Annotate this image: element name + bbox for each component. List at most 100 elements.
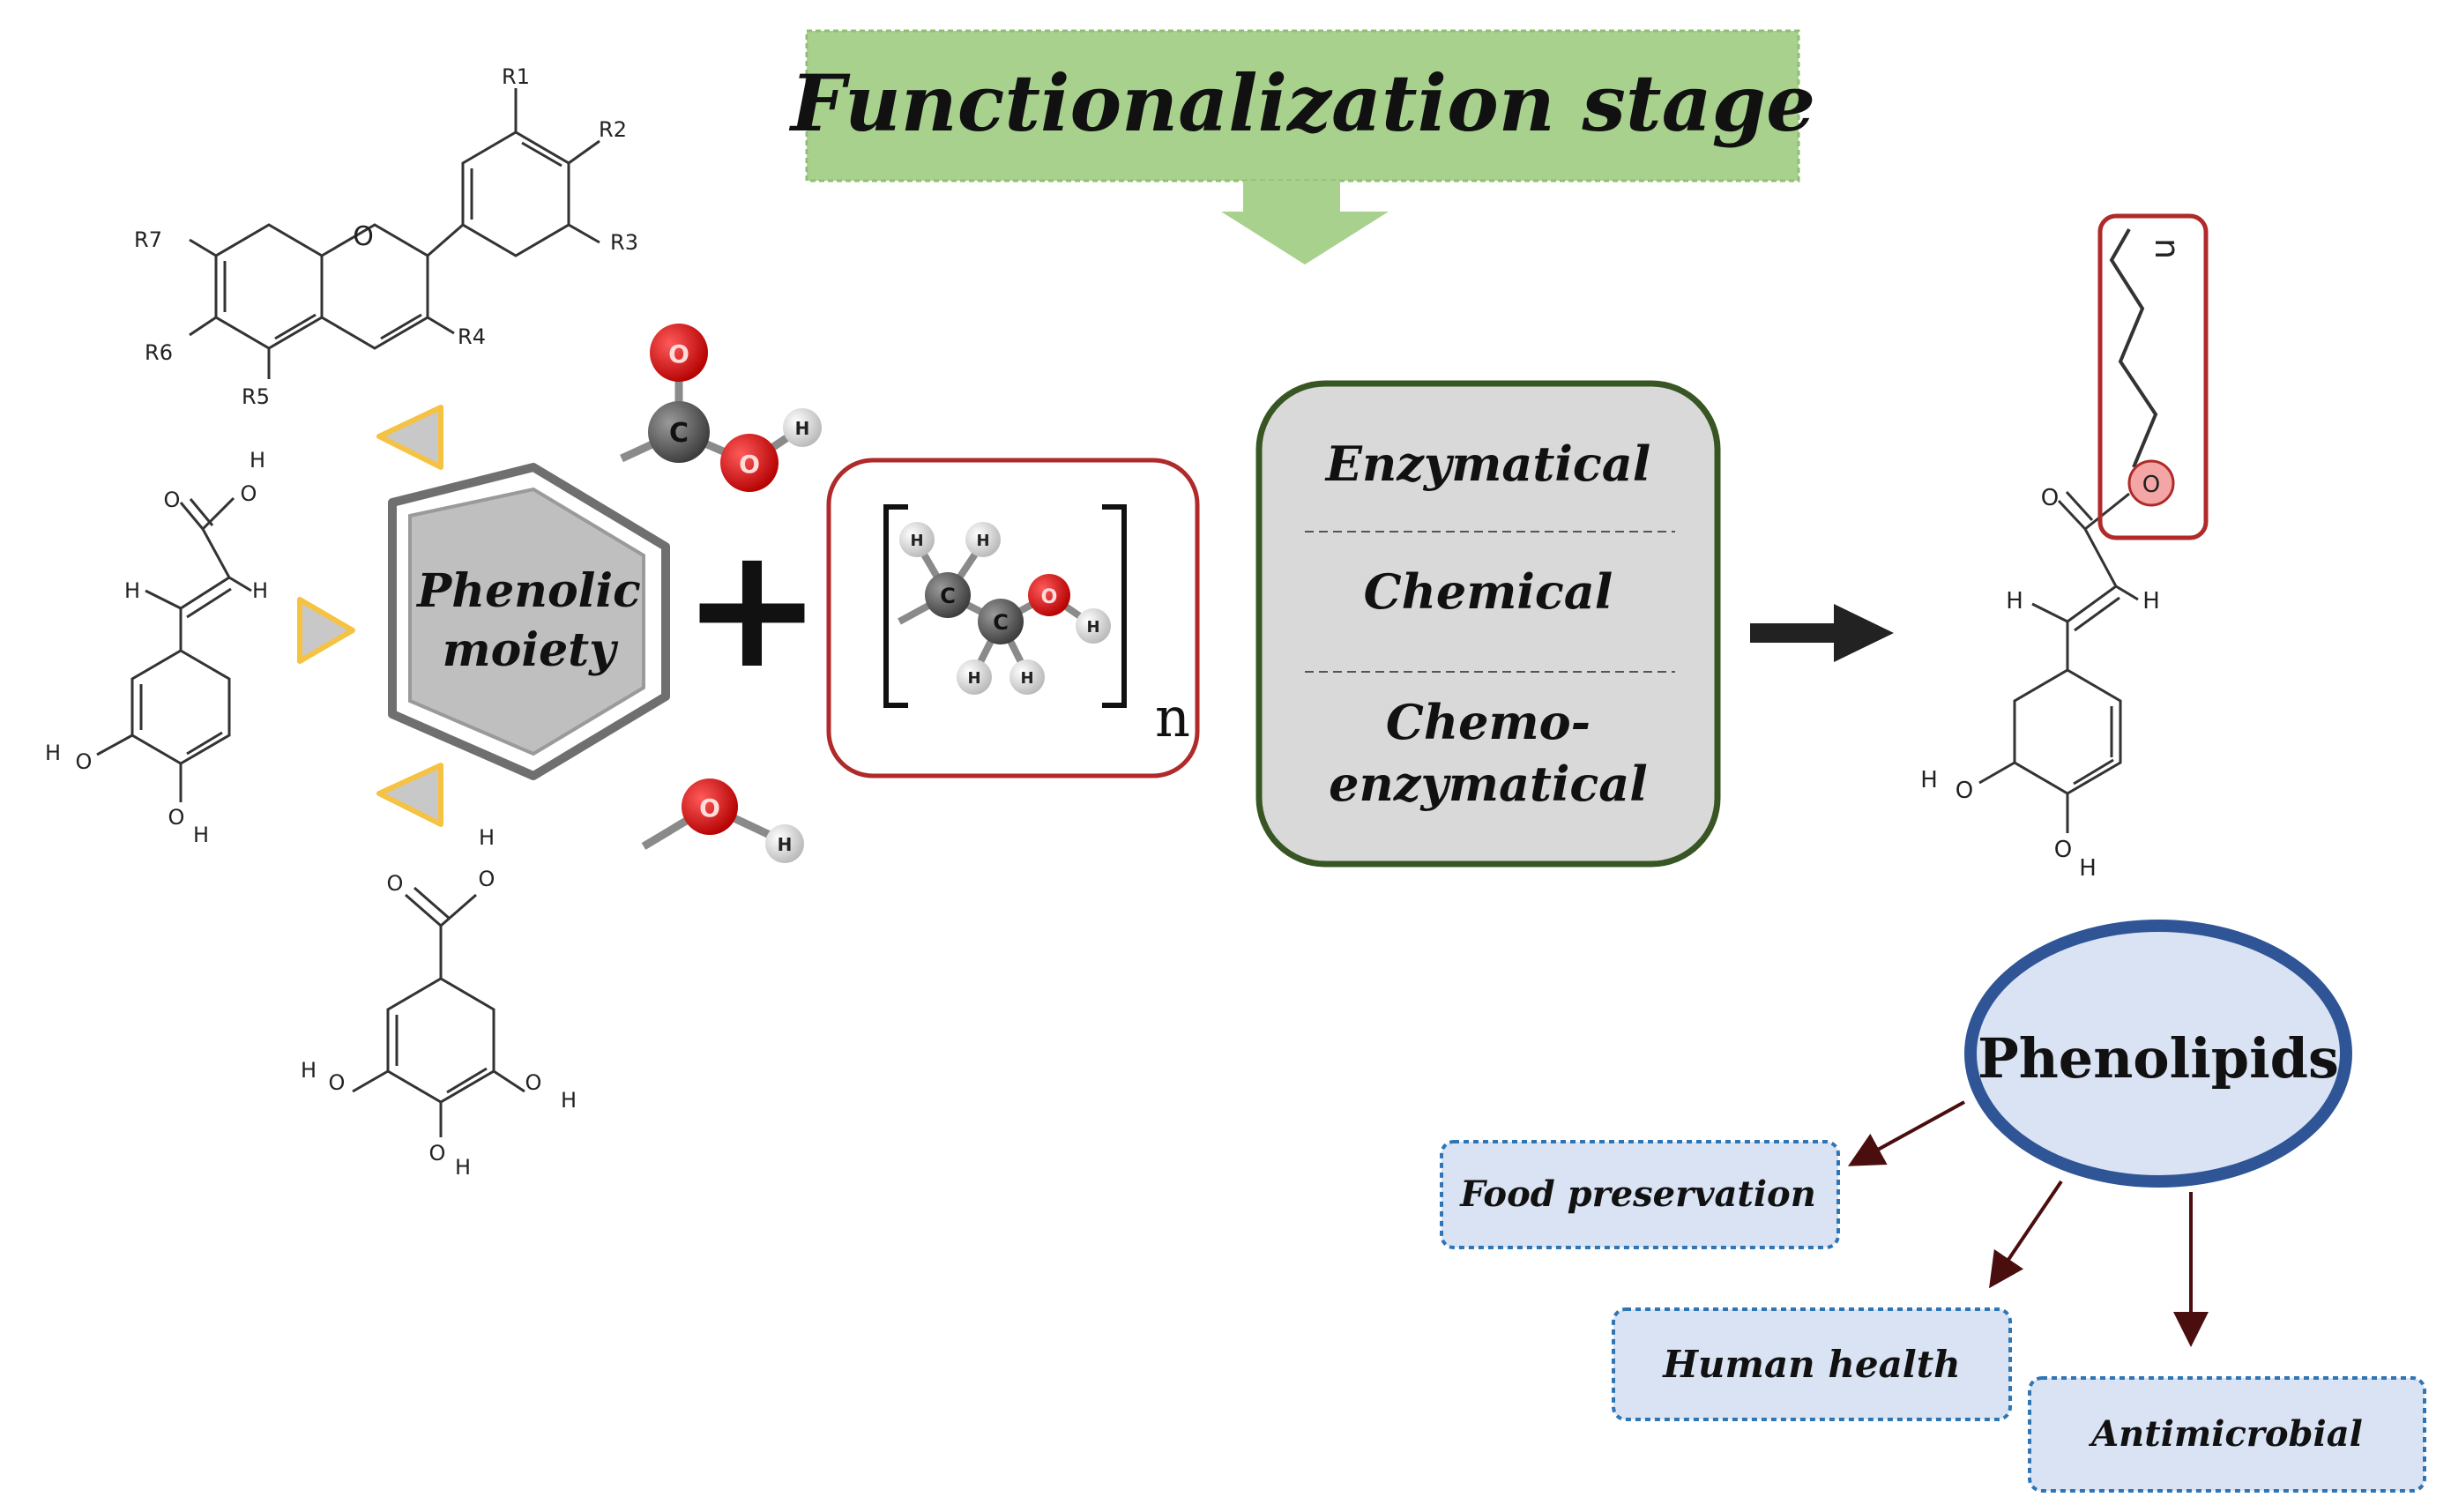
alcohol-h3-label: H — [967, 669, 980, 688]
flavonoid-label-o: O — [353, 221, 374, 252]
application-food-preservation: Food preservation — [1440, 1140, 1840, 1249]
acid-oxygen-side — [720, 434, 779, 492]
caffeic-label-h2: H — [252, 578, 268, 603]
caffeic-label-o4: O — [168, 805, 185, 830]
flavonoid-label-r3: R3 — [610, 230, 638, 255]
hydroxyl-model: O H — [641, 778, 804, 863]
product-ester-oxygen — [2127, 459, 2175, 507]
hydroxyl-hydrogen-label: H — [778, 834, 793, 855]
product-label-o4: O — [2054, 837, 2072, 863]
hexagon-line2: moiety — [443, 623, 620, 677]
gallic-acid-structure — [352, 886, 525, 1137]
phenolipids-title: Phenolipids — [1978, 1026, 2339, 1091]
method-enzymatical: Enzymatical — [1324, 436, 1650, 492]
triangle-bottom — [376, 763, 443, 827]
gallic-label-acid-h: H — [479, 825, 495, 850]
phenolic-moiety-hexagon: Phenolic moiety — [388, 463, 670, 780]
arrow-to-health — [1989, 1180, 2063, 1289]
hydroxyl-oxygen-label: O — [699, 793, 720, 823]
gallic-label-acid-o: O — [479, 867, 495, 891]
alcohol-carbon2-label: C — [993, 610, 1009, 635]
gallic-label-o2: O — [525, 1070, 542, 1095]
flavonoid-label-r4: R4 — [458, 324, 486, 349]
method-chemical: Chemical — [1364, 563, 1613, 620]
gallic-label-o1: O — [329, 1070, 346, 1095]
product-label-h2: H — [2142, 588, 2160, 614]
product-chain-label: n — [2148, 238, 2187, 259]
caffeic-label-o3: O — [76, 749, 93, 774]
acid-oxygen-side-label: O — [739, 450, 760, 479]
stage-banner: Functionalization stage — [788, 29, 1815, 264]
alcohol-h2-label: H — [976, 532, 989, 550]
alcohol-oxygen-label: O — [1041, 586, 1058, 608]
hydroxyl-hydrogen — [765, 824, 804, 863]
flavonoid-label-r6: R6 — [145, 340, 173, 365]
alcohol-h1 — [899, 522, 935, 557]
gallic-label-h2: H — [561, 1088, 577, 1113]
reaction-arrow — [1750, 604, 1894, 662]
alcohol-h5-label: H — [1086, 618, 1099, 637]
application-antimicrobial-label: Antimicrobial — [2088, 1413, 2363, 1455]
flavonoid-label-r2: R2 — [599, 117, 627, 142]
banner-arrow — [1221, 181, 1389, 264]
carboxyl-model: O C O H — [620, 324, 822, 492]
acid-oxygen-top-label: O — [668, 339, 689, 369]
phenolipids-node: Phenolipids — [1964, 920, 2352, 1188]
caffeic-label-h4: H — [193, 823, 209, 847]
product-label-h4: H — [2079, 855, 2097, 882]
application-human-health: Human health — [1612, 1307, 2012, 1421]
alcohol-carbon2 — [978, 599, 1024, 644]
caffeic-acid-labels: O O H H H H O O H — [45, 448, 268, 847]
alcohol-h3 — [957, 659, 992, 695]
product-structure — [1978, 228, 2158, 833]
acid-carbon — [648, 401, 710, 463]
gallic-label-carbonyl-o: O — [387, 871, 404, 896]
caffeic-label-carbonyl-o: O — [164, 488, 181, 512]
product-labels: O n O H H H O O H — [1920, 238, 2187, 882]
alcohol-h4-label: H — [1020, 669, 1033, 688]
hydroxyl-oxygen — [682, 778, 738, 835]
caffeic-label-acid-o: O — [241, 481, 257, 506]
alcohol-h1-label: H — [910, 532, 923, 550]
application-food-label: Food preservation — [1459, 1173, 1816, 1215]
banner-title: Functionalization stage — [788, 57, 1815, 149]
plus-sign: + — [682, 510, 822, 705]
method-chemo-line2: enzymatical — [1329, 756, 1648, 812]
gallic-label-o3: O — [429, 1141, 446, 1166]
arrow-to-food — [1847, 1100, 1965, 1166]
alcohol-h4 — [1009, 659, 1045, 695]
alcohol-h5 — [1076, 608, 1111, 644]
triangle-middle — [297, 597, 355, 664]
application-antimicrobial: Antimicrobial — [2028, 1376, 2426, 1493]
caffeic-label-acid-h: H — [250, 448, 265, 473]
alcohol-carbon1-label: C — [940, 584, 956, 608]
alcohol-unit-box: n H H H H H C C O — [826, 458, 1200, 778]
pointer-triangles — [297, 405, 443, 827]
methods-box: Enzymatical Chemical Chemo- enzymatical — [1255, 380, 1721, 868]
application-arrows — [1847, 1100, 2209, 1347]
flavonoid-label-r7: R7 — [134, 227, 162, 252]
alcohol-oxygen — [1028, 574, 1070, 616]
alcohol-unit-subscript: n — [1155, 685, 1190, 749]
acid-carbon-label: C — [669, 418, 689, 449]
caffeic-label-h3: H — [45, 741, 61, 765]
alcohol-h2 — [965, 522, 1001, 557]
flavonoid-labels: R1 R2 R3 R4 R5 R6 R7 O — [134, 64, 638, 409]
method-chemo-line1: Chemo- — [1386, 694, 1591, 750]
application-health-label: Human health — [1662, 1343, 1960, 1386]
caffeic-label-h1: H — [124, 578, 140, 603]
acid-hydrogen-label: H — [795, 418, 810, 439]
acid-hydrogen — [783, 408, 822, 447]
product-label-h3: H — [1920, 767, 1938, 793]
gallic-label-h3: H — [455, 1155, 471, 1180]
caffeic-acid-structure — [96, 496, 252, 802]
triangle-top — [376, 405, 443, 470]
hexagon-line1: Phenolic — [415, 564, 641, 618]
acid-oxygen-top — [650, 324, 708, 382]
flavonoid-label-r5: R5 — [242, 384, 270, 409]
flavonoid-structure — [189, 88, 600, 379]
flavonoid-label-r1: R1 — [502, 64, 530, 89]
gallic-label-h1: H — [301, 1058, 317, 1083]
alcohol-carbon1 — [925, 572, 971, 618]
